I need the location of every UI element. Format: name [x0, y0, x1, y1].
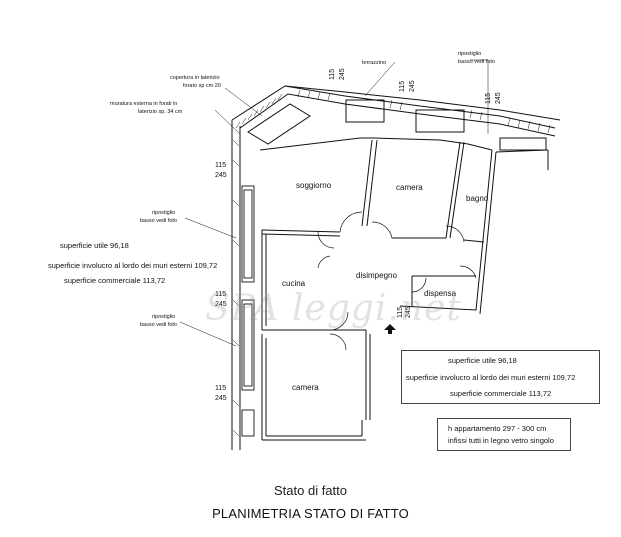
summary-box-commerciale: superficie commerciale 113,72 — [450, 389, 552, 398]
doors — [317, 211, 477, 351]
room-camera-top: camera — [396, 183, 423, 192]
leader-lines — [179, 59, 489, 347]
note-ripostiglio-mid-1: ripostiglio — [152, 210, 175, 216]
svg-text:245: 245 — [215, 172, 227, 179]
svg-text:115: 115 — [329, 69, 336, 80]
note-muratura-2: laterizio sp. 34 cm — [138, 109, 183, 115]
west-windows — [241, 185, 255, 437]
svg-text:115: 115 — [215, 291, 226, 298]
svg-text:245: 245 — [215, 301, 227, 308]
svg-text:245: 245 — [215, 395, 227, 402]
room-dispensa: dispensa — [424, 289, 457, 298]
summary-box: superficie utile 96,18 superficie involu… — [401, 350, 600, 404]
entry-arrow-icon — [384, 324, 396, 334]
room-bagno: bagno — [466, 194, 489, 203]
dimension-labels: 115 245 115 245 115 245 115 245 115 245 … — [215, 68, 502, 402]
info-box-altezza: h appartamento 297 - 300 cm — [448, 424, 547, 433]
note-ripostiglio-low-2: basso vedi foto — [140, 322, 177, 328]
info-box: h appartamento 297 - 300 cm infissi tutt… — [437, 418, 571, 451]
summary-left-commerciale: superficie commerciale 113,72 — [64, 276, 166, 285]
label-terrazzino: terrazzino — [362, 60, 386, 66]
room-soggiorno: soggiorno — [296, 181, 332, 190]
roof-hatching — [232, 89, 551, 437]
svg-text:115: 115 — [215, 385, 226, 392]
drawing-title: Stato di fatto — [274, 483, 347, 498]
room-cucina: cucina — [282, 279, 306, 288]
drawing-subtitle: PLANIMETRIA STATO DI FATTO — [212, 506, 409, 521]
room-disimpegno: disimpegno — [356, 271, 397, 280]
summary-box-utile: superficie utile 96,18 — [448, 356, 517, 365]
note-ripostiglio-low-1: ripostiglio — [152, 314, 175, 320]
svg-text:245: 245 — [339, 68, 346, 80]
summary-box-involucro: superficie involucro al lordo dei muri e… — [406, 373, 576, 382]
note-ripostiglio-top-1: ripostiglio — [458, 51, 481, 57]
svg-text:115: 115 — [215, 162, 226, 169]
svg-text:115: 115 — [397, 307, 404, 318]
summary-left-involucro: superficie involucro al lordo dei muri e… — [48, 261, 218, 270]
note-ripostiglio-top-2: basso vedi foto — [458, 59, 495, 65]
svg-text:115: 115 — [485, 93, 492, 104]
note-muratura-1: muratura esterna in forati in — [110, 101, 177, 107]
walls — [231, 85, 561, 450]
room-camera-bottom: camera — [292, 383, 319, 392]
svg-text:245: 245 — [495, 92, 502, 104]
note-copertura-1: copertura in laterizio — [170, 75, 220, 81]
watermark: SPA leggi.net — [205, 288, 462, 329]
note-ripostiglio-mid-2: basso vedi foto — [140, 218, 177, 224]
svg-text:245: 245 — [409, 80, 416, 92]
svg-text:245: 245 — [405, 306, 412, 318]
summary-left-utile: superficie utile 96,18 — [60, 241, 129, 250]
note-copertura-2: forato sp cm 20 — [183, 83, 221, 89]
svg-text:115: 115 — [399, 81, 406, 92]
info-box-infissi: infissi tutti in legno vetro singolo — [448, 436, 554, 445]
